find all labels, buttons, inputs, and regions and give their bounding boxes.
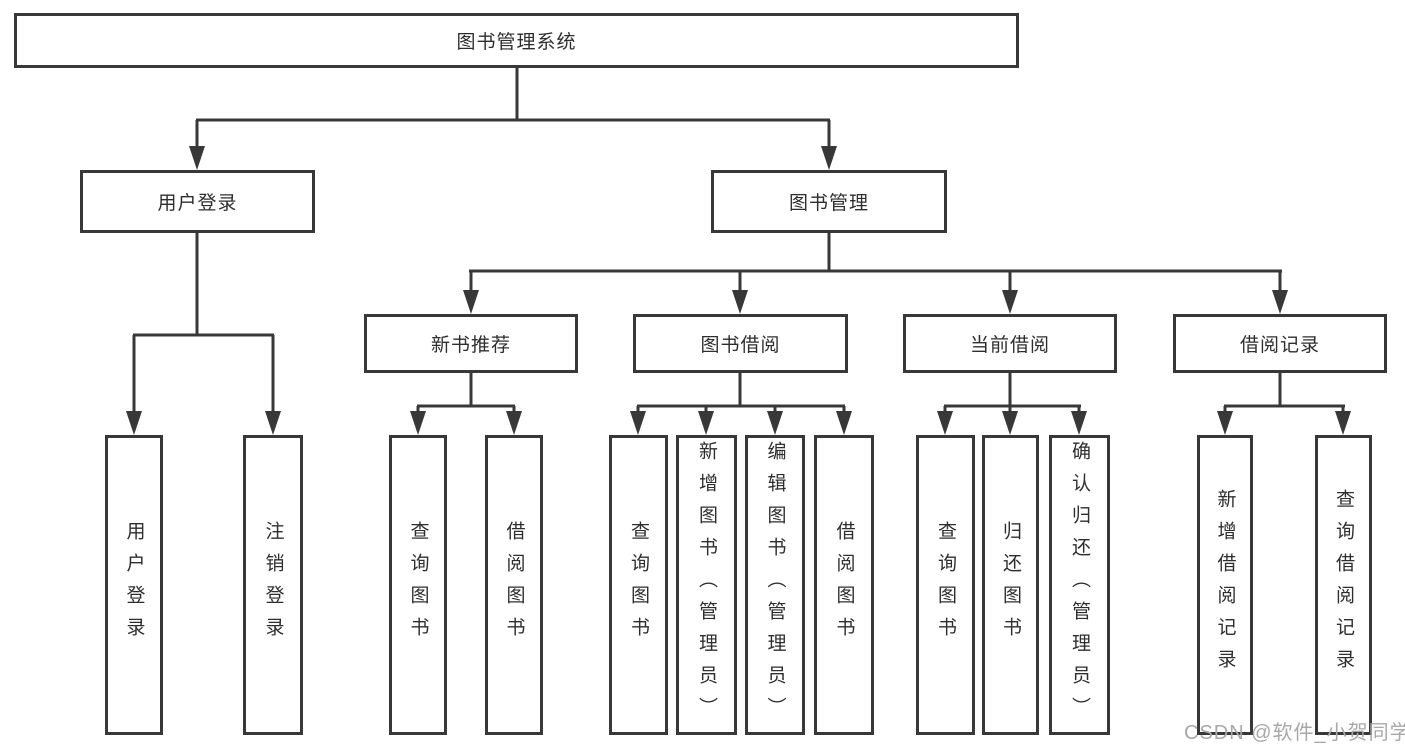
edges-borrowing-records-to-leaves [1217, 373, 1351, 435]
leaf-edit-books-admin: 编辑图书（管理员） [745, 435, 805, 735]
leaf-query-books-borrowing: 查询图书 [609, 435, 668, 735]
edges-book-management-to-sections [463, 233, 1288, 314]
watermark: CSDN @软件_小贺同学 [1184, 722, 1405, 744]
edges-user-login-to-leaves [126, 233, 281, 435]
leaf-user-login: 用户登录 [105, 435, 163, 735]
edges-root-to-branches [189, 68, 837, 170]
node-library-management-system: 图书管理系统 [14, 13, 1019, 68]
node-book-management: 图书管理 [711, 170, 947, 233]
node-book-borrowing: 图书借阅 [633, 314, 848, 373]
leaf-borrow-books-borrowing: 借阅图书 [814, 435, 874, 735]
node-borrowing-records: 借阅记录 [1173, 314, 1387, 373]
edges-current-borrowing-to-leaves [937, 373, 1087, 435]
edges-new-book-recommendation-to-leaves [410, 373, 522, 435]
node-user-login: 用户登录 [80, 170, 315, 233]
leaf-add-books-admin: 新增图书（管理员） [676, 435, 737, 735]
leaf-query-books-current: 查询图书 [916, 435, 975, 735]
node-new-book-recommendation: 新书推荐 [364, 314, 578, 373]
leaf-add-borrowing-record: 新增借阅记录 [1197, 435, 1253, 735]
node-current-borrowing: 当前借阅 [903, 314, 1117, 373]
leaf-confirm-return-admin: 确认归还（管理员） [1049, 435, 1110, 735]
leaf-query-borrowing-record: 查询借阅记录 [1315, 435, 1372, 735]
leaf-borrow-books-recommendation: 借阅图书 [485, 435, 543, 735]
leaf-query-books-recommendation: 查询图书 [389, 435, 447, 735]
leaf-return-books: 归还图书 [982, 435, 1039, 735]
edges-book-borrowing-to-leaves [630, 373, 852, 435]
leaf-logout: 注销登录 [243, 435, 303, 735]
